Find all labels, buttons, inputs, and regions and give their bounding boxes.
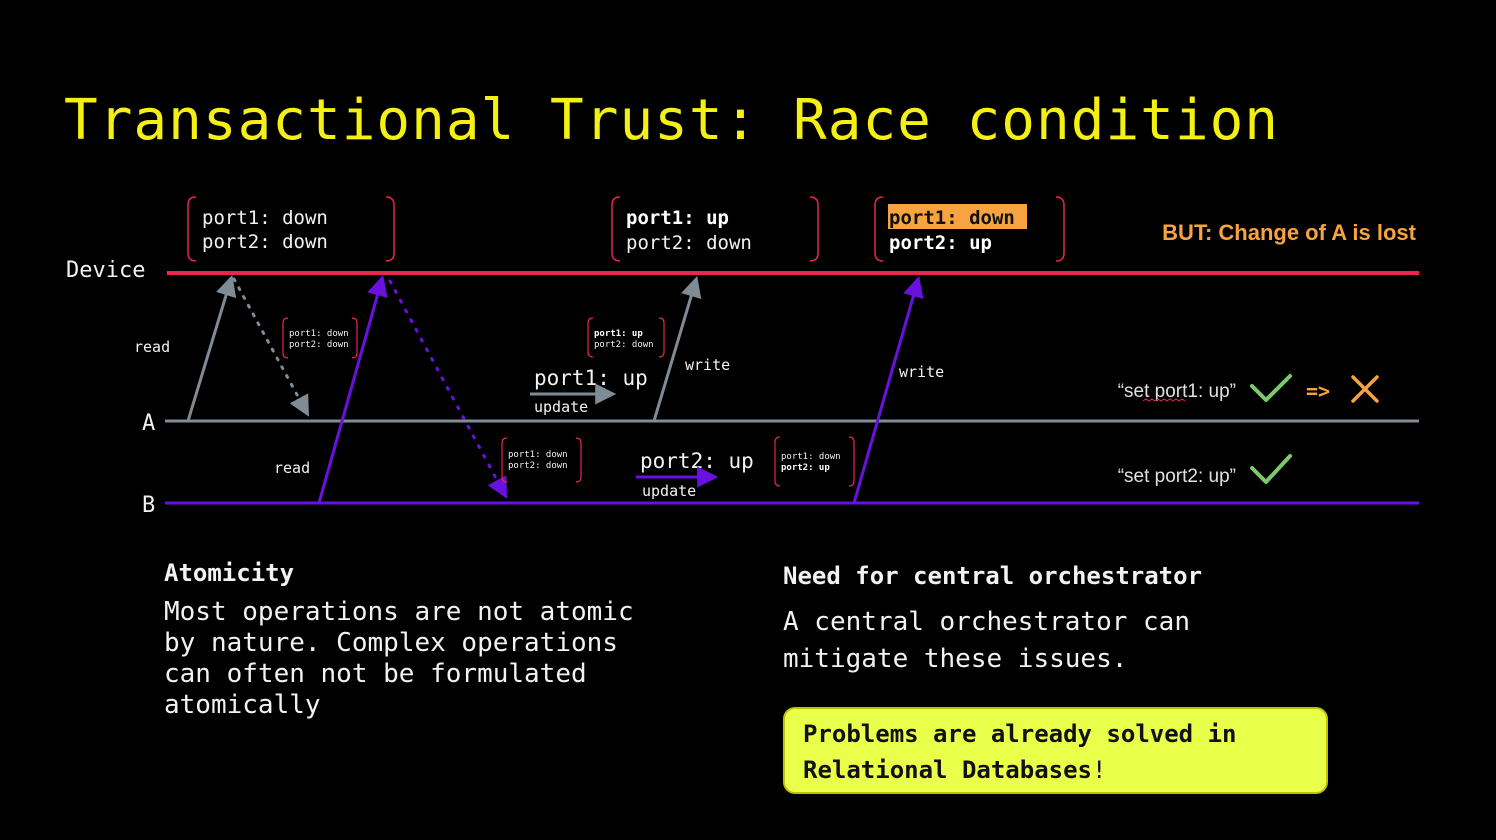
a-read-label: read [134, 338, 170, 356]
orchestrator-line: mitigate these issues. [783, 644, 1128, 674]
a-read-snapshot: port1: down port2: down [282, 317, 358, 359]
a-result-arrow: => [1306, 379, 1330, 403]
atomicity-section: Atomicity Most operations are not atomic… [164, 559, 634, 721]
state-after-b-line1: port1: down [889, 207, 1015, 229]
a-cross-icon [1351, 375, 1379, 403]
slide-title: Transactional Trust: Race condition [64, 88, 1280, 153]
state-box-initial: port1: down port2: down [187, 196, 395, 262]
databases-callout: Problems are already solved in Relationa… [783, 707, 1328, 794]
a-update-label: update [534, 398, 588, 416]
lost-change-highlight [888, 204, 1027, 229]
b-read-arrow [317, 274, 388, 504]
a-read-arrow [186, 274, 237, 422]
b-updated-snapshot: port1: down port2: up [774, 436, 855, 487]
b-update-label: update [642, 482, 696, 500]
a-check-icon [1250, 374, 1292, 402]
orchestrator-section: Need for central orchestrator A central … [783, 562, 1202, 678]
b-write-arrow [852, 275, 924, 504]
a-updated-snapshot-line2: port2: down [594, 340, 654, 350]
b-write-label: write [899, 363, 944, 381]
a-read-snapshot-line2: port2: down [289, 340, 349, 350]
warning-text: BUT: Change of A is lost [1162, 220, 1416, 245]
b-updated-snapshot-line2: port2: up [781, 463, 830, 473]
b-read-snapshot: port1: down port2: down [501, 437, 582, 483]
b-read-snapshot-line2: port2: down [508, 461, 568, 471]
lane-label-a: A [142, 411, 155, 436]
b-read-label: read [274, 459, 310, 477]
callout-line2: Relational Databases! [803, 752, 1316, 788]
atomicity-text: Most operations are not atomic by nature… [164, 597, 634, 721]
a-command-text: “set port1: up” [1118, 381, 1236, 402]
orchestrator-heading: Need for central orchestrator [783, 562, 1203, 590]
orchestrator-line: A central orchestrator can [783, 607, 1190, 637]
callout-relational-databases: Relational Databases [803, 756, 1092, 784]
b-read-snapshot-line1: port1: down [508, 450, 568, 460]
b-command-text: “set port2: up” [1118, 466, 1236, 487]
a-write-arrow [652, 275, 702, 422]
a-updated-snapshot-line1: port1: up [594, 329, 643, 339]
state-box-after-b: port1: down port2: up [874, 196, 1065, 262]
state-box-after-a: port1: up port2: down [611, 196, 819, 262]
state-after-a-line1: port1: up [626, 207, 729, 229]
state-initial-line1: port1: down [202, 207, 328, 229]
a-updated-snapshot: port1: up port2: down [587, 317, 665, 358]
callout-line1: Problems are already solved in [803, 720, 1237, 748]
orchestrator-text: A central orchestrator can mitigate thes… [783, 604, 1202, 678]
atomicity-line: by nature. Complex operations [164, 628, 618, 658]
state-after-a-line2: port2: down [626, 232, 752, 254]
state-after-b-line2: port2: up [889, 232, 992, 254]
a-read-snapshot-line1: port1: down [289, 329, 349, 339]
state-initial-line2: port2: down [202, 231, 328, 253]
atomicity-line: Most operations are not atomic [164, 597, 634, 627]
lane-label-device: Device [66, 258, 145, 283]
b-update-value: port2: up [640, 449, 754, 473]
a-update-value: port1: up [534, 366, 648, 390]
lane-label-b: B [142, 493, 155, 518]
b-response-arrow [388, 279, 507, 499]
callout-exclamation: ! [1091, 756, 1107, 784]
atomicity-line: atomically [164, 690, 321, 720]
atomicity-line: can often not be formulated [164, 659, 587, 689]
b-check-icon [1250, 454, 1292, 484]
spellcheck-underline [1142, 398, 1186, 402]
atomicity-heading: Atomicity [164, 559, 295, 587]
b-updated-snapshot-line1: port1: down [781, 452, 841, 462]
a-write-label: write [685, 356, 730, 374]
